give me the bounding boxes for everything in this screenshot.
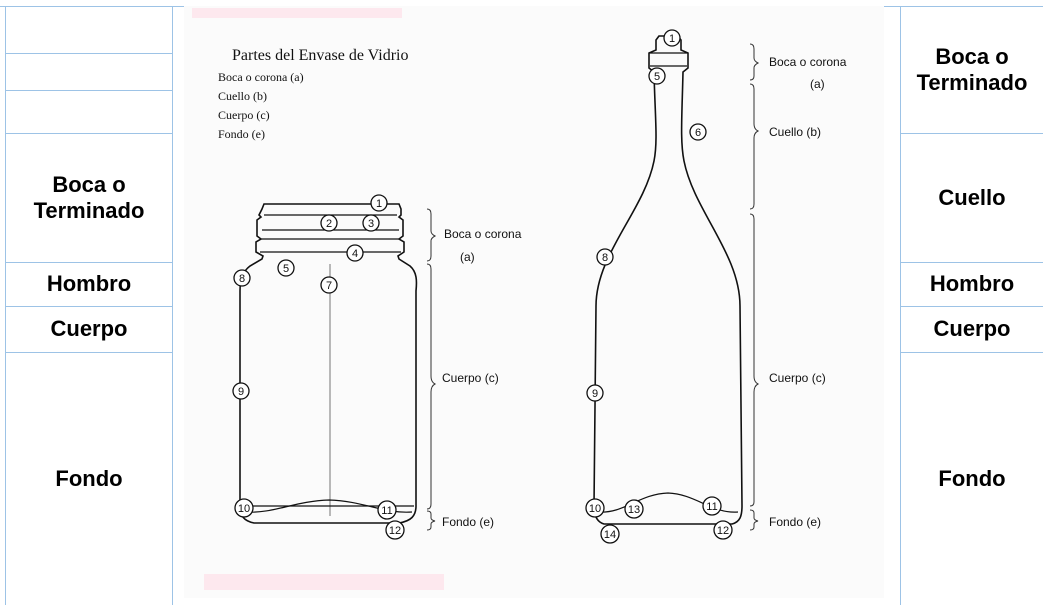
svg-text:13: 13	[628, 504, 640, 516]
svg-text:12: 12	[389, 525, 401, 537]
legend-item: Cuerpo (c)	[218, 108, 270, 122]
jar-callout: 2	[320, 214, 338, 232]
right-row-divider	[900, 262, 1043, 263]
left-row-divider	[5, 262, 172, 263]
right-row-divider	[900, 133, 1043, 134]
bottle-callout: 13	[624, 499, 644, 519]
svg-text:8: 8	[602, 252, 608, 264]
jar-label-cuerpo: Cuerpo (c)	[442, 371, 499, 385]
legend-item: Cuello (b)	[218, 89, 267, 103]
bottle-label-cuello: Cuello (b)	[769, 125, 821, 139]
svg-text:1: 1	[669, 33, 675, 45]
svg-text:1: 1	[376, 198, 382, 210]
left-column-divider	[172, 6, 173, 605]
right-row-divider	[900, 352, 1043, 353]
jar-callout: 9	[232, 382, 250, 400]
bottle-callout: 14	[600, 524, 620, 544]
left-column-border	[5, 6, 6, 605]
left-row-divider	[5, 133, 172, 134]
bottle-callout: 9	[586, 384, 604, 402]
left-label-boca: Boca o Terminado	[33, 171, 145, 223]
right-column-divider	[900, 6, 901, 605]
right-label-cuerpo: Cuerpo	[933, 316, 1011, 342]
bottle-label-boca-letter: (a)	[810, 77, 825, 91]
svg-text:4: 4	[352, 248, 358, 260]
jar-callout: 10	[234, 498, 254, 518]
svg-text:5: 5	[283, 263, 289, 275]
jar-callout: 8	[233, 269, 251, 287]
jar-label-boca-letter: (a)	[460, 250, 475, 264]
svg-text:3: 3	[368, 218, 374, 230]
bottle-callout: 11	[702, 496, 722, 516]
jar-callout: 5	[277, 259, 295, 277]
right-row-divider	[900, 306, 1043, 307]
svg-text:10: 10	[589, 503, 601, 515]
bottle-brackets	[749, 43, 760, 531]
left-label-hombro: Hombro	[46, 271, 132, 297]
svg-text:2: 2	[326, 218, 332, 230]
svg-text:10: 10	[238, 503, 250, 515]
svg-text:11: 11	[381, 505, 392, 517]
svg-text:8: 8	[239, 273, 245, 285]
jar-callout: 7	[320, 276, 338, 294]
svg-text:5: 5	[654, 71, 660, 83]
left-label-fondo: Fondo	[55, 465, 123, 491]
left-label-cuerpo: Cuerpo	[50, 316, 128, 342]
bottle-callout: 6	[689, 123, 707, 141]
svg-text:12: 12	[717, 525, 729, 537]
bottle-label-fondo: Fondo (e)	[769, 515, 821, 529]
jar-brackets	[426, 208, 437, 531]
right-label-hombro: Hombro	[929, 271, 1015, 297]
legend-item: Boca o corona (a)	[218, 70, 304, 84]
left-row-divider	[5, 90, 172, 91]
svg-text:7: 7	[326, 280, 332, 292]
svg-text:9: 9	[592, 388, 598, 400]
jar-label-fondo: Fondo (e)	[442, 515, 494, 529]
diagram-tint-bottom	[204, 574, 444, 590]
left-row-divider	[5, 352, 172, 353]
jar-label-boca: Boca o corona	[444, 227, 522, 241]
bottle-callout: 1	[663, 29, 681, 47]
jar-callout: 12	[385, 520, 405, 540]
jar-callout: 1	[370, 194, 388, 212]
left-row-divider	[5, 53, 172, 54]
glass-container-diagram: Partes del Envase de Vidrio Boca o coron…	[184, 6, 884, 598]
svg-text:9: 9	[238, 386, 244, 398]
bottle-label-boca: Boca o corona	[769, 55, 847, 69]
svg-text:14: 14	[604, 529, 616, 541]
jar-callout: 3	[362, 214, 380, 232]
bottle-label-cuerpo: Cuerpo (c)	[769, 371, 826, 385]
bottle-callout: 5	[648, 67, 666, 85]
right-label-fondo: Fondo	[938, 465, 1006, 491]
diagram-title: Partes del Envase de Vidrio	[232, 47, 408, 64]
right-label-cuello: Cuello	[938, 184, 1006, 210]
jar-callout: 4	[346, 244, 364, 262]
legend-item: Fondo (e)	[218, 127, 265, 141]
left-row-divider	[5, 306, 172, 307]
bottle-callout: 10	[585, 498, 605, 518]
jar-callout: 11	[377, 500, 397, 520]
right-label-boca: Boca o Terminado	[916, 43, 1028, 95]
svg-text:11: 11	[706, 501, 717, 513]
bottle-callout: 12	[713, 520, 733, 540]
svg-text:6: 6	[695, 127, 701, 139]
diagram-tint-top	[192, 8, 402, 18]
bottle-callout: 8	[596, 248, 614, 266]
diagram-background	[184, 6, 884, 598]
